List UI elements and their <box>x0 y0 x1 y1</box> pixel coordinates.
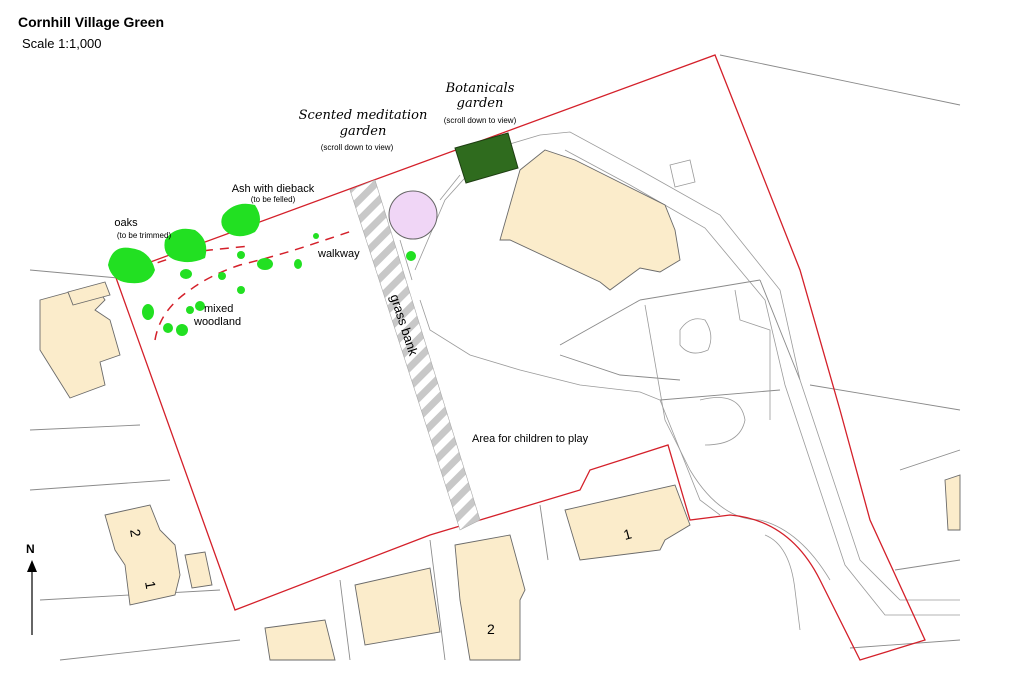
buildings <box>39 149 961 661</box>
label-walkway: walkway <box>317 248 360 260</box>
house-number-2-bottom: 2 <box>487 621 495 637</box>
woodland-tree-5 <box>163 323 173 333</box>
trees <box>108 203 416 336</box>
north-label: N <box>26 542 35 556</box>
woodland-tree-3 <box>195 301 205 311</box>
label-ash-note: (to be felled) <box>251 195 296 204</box>
label-mixed: mixed <box>204 303 233 315</box>
botanicals-garden <box>454 132 519 184</box>
woodland-tree-7 <box>218 272 226 280</box>
building-left-small <box>67 281 111 306</box>
woodland-tree-8 <box>237 286 245 294</box>
map-labels: Botanicals garden (scroll down to view) … <box>114 81 633 637</box>
label-botanicals-note: (scroll down to view) <box>444 116 517 125</box>
site-boundary <box>114 54 926 661</box>
oak-tree-1 <box>108 247 155 284</box>
building-bottom-mid <box>354 567 441 646</box>
label-botanicals-1: Botanicals <box>445 81 515 96</box>
label-meditation-1: Scented meditation <box>299 108 428 123</box>
house-number-1-left: 1 <box>142 580 159 591</box>
building-house-2-left <box>104 504 181 606</box>
meditation-garden <box>388 190 438 240</box>
north-arrow: N <box>26 542 37 635</box>
ash-tree <box>221 203 260 237</box>
building-house-1-center <box>564 484 691 561</box>
label-ash: Ash with dieback <box>232 183 315 195</box>
building-shed-left <box>184 551 213 589</box>
woodland-tree-6 <box>180 269 192 279</box>
background-parcel-lines <box>29 54 961 661</box>
label-woodland: woodland <box>193 316 241 328</box>
building-bottom-left <box>264 619 336 661</box>
label-oaks-note: (to be trimmed) <box>117 231 172 240</box>
grass-bank-strip <box>349 179 481 531</box>
house-number-2-left: 2 <box>127 528 144 539</box>
house-number-1-center: 1 <box>622 525 634 543</box>
woodland-tree-13 <box>406 251 416 261</box>
building-right-edge <box>944 474 961 531</box>
woodland-tree-9 <box>257 258 273 270</box>
woodland-tree-11 <box>294 259 302 269</box>
woodland-tree-12 <box>313 233 319 239</box>
building-house-2-bottom <box>454 534 526 661</box>
building-main-hall <box>499 149 681 291</box>
north-arrow-head <box>27 560 37 572</box>
map-title: Cornhill Village Green <box>18 14 165 30</box>
woodland-tree-10 <box>237 251 245 259</box>
woodland-tree-4 <box>186 306 194 314</box>
map-scale: Scale 1:1,000 <box>22 36 102 51</box>
label-meditation-note: (scroll down to view) <box>321 143 394 152</box>
woodland-tree-2 <box>176 324 188 336</box>
oak-tree-2 <box>164 228 207 263</box>
label-meditation-2: garden <box>340 124 387 139</box>
label-botanicals-2: garden <box>457 96 504 111</box>
label-play-area: Area for children to play <box>472 433 589 445</box>
label-oaks: oaks <box>114 217 138 229</box>
road-network <box>414 131 960 631</box>
walkway-path <box>154 229 356 341</box>
woodland-tree-1 <box>142 304 154 320</box>
